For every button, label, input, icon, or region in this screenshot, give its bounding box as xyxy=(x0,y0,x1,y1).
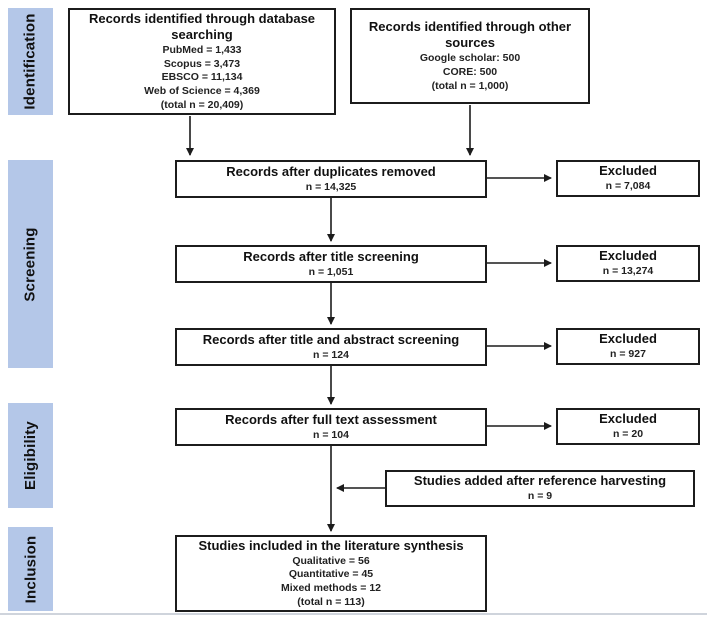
box-excluded-abstract-title: Excluded xyxy=(599,331,657,347)
box-duplicates-removed-count: n = 14,325 xyxy=(305,180,357,193)
box-excluded-full-text-title: Excluded xyxy=(599,411,657,427)
box-reference-harvesting-title: Studies added after reference harvesting xyxy=(413,473,667,489)
box-other-sources: Records identified through other sources… xyxy=(350,8,590,104)
box-title-abstract-screening-count: n = 124 xyxy=(313,348,349,361)
box-reference-harvesting: Studies added after reference harvesting… xyxy=(385,470,695,507)
stage-eligibility-label: Eligibility xyxy=(22,421,39,490)
stage-inclusion-label: Inclusion xyxy=(22,535,40,603)
box-database-search-line: Scopus = 3,473 xyxy=(163,57,241,70)
box-excluded-abstract: Excluded n = 927 xyxy=(556,328,700,365)
box-database-search-line: PubMed = 1,433 xyxy=(162,44,242,57)
box-other-sources-line: (total n = 1,000) xyxy=(431,79,509,92)
box-database-search-title: Records identified through database sear… xyxy=(88,10,316,42)
box-title-abstract-screening: Records after title and abstract screeni… xyxy=(175,328,487,366)
box-included-line: Qualitative = 56 xyxy=(292,554,370,567)
box-duplicates-removed: Records after duplicates removed n = 14,… xyxy=(175,160,487,198)
box-included: Studies included in the literature synth… xyxy=(175,535,487,612)
box-excluded-duplicates: Excluded n = 7,084 xyxy=(556,160,700,197)
box-other-sources-line: Google scholar: 500 xyxy=(419,52,521,65)
box-excluded-title: Excluded n = 13,274 xyxy=(556,245,700,282)
box-other-sources-title: Records identified through other sources xyxy=(368,18,572,51)
box-database-search: Records identified through database sear… xyxy=(68,8,336,115)
stage-screening-label: Screening xyxy=(22,226,40,302)
box-other-sources-line: CORE: 500 xyxy=(442,65,498,78)
stage-inclusion: Inclusion xyxy=(8,527,53,611)
stage-screening: Screening xyxy=(8,160,53,368)
box-excluded-title-count: n = 13,274 xyxy=(602,265,654,278)
bottom-divider xyxy=(0,613,707,615)
box-included-line: Quantitative = 45 xyxy=(288,568,374,581)
box-excluded-abstract-count: n = 927 xyxy=(610,348,646,361)
box-excluded-full-text: Excluded n = 20 xyxy=(556,408,700,445)
box-database-search-line: (total n = 20,409) xyxy=(160,98,244,111)
box-title-screening: Records after title screening n = 1,051 xyxy=(175,245,487,283)
box-full-text-assessment-count: n = 104 xyxy=(313,428,349,441)
box-included-line: (total n = 113) xyxy=(297,595,365,608)
box-database-search-line: Web of Science = 4,369 xyxy=(144,85,260,98)
stage-identification: Identification xyxy=(8,8,53,115)
box-excluded-title-title: Excluded xyxy=(599,248,657,264)
box-title-screening-count: n = 1,051 xyxy=(308,265,354,278)
box-full-text-assessment-title: Records after full text assessment xyxy=(225,411,437,427)
box-reference-harvesting-count: n = 9 xyxy=(527,490,553,503)
box-title-screening-title: Records after title screening xyxy=(243,248,419,264)
stage-identification-label: Identification xyxy=(22,13,40,110)
box-title-abstract-screening-title: Records after title and abstract screeni… xyxy=(202,331,460,347)
box-duplicates-removed-title: Records after duplicates removed xyxy=(226,163,436,179)
box-excluded-duplicates-title: Excluded xyxy=(599,163,657,179)
box-excluded-full-text-count: n = 20 xyxy=(612,428,644,441)
box-included-title: Studies included in the literature synth… xyxy=(198,537,464,553)
box-included-line: Mixed methods = 12 xyxy=(280,582,382,595)
box-excluded-duplicates-count: n = 7,084 xyxy=(605,180,651,193)
box-database-search-line: EBSCO = 11,134 xyxy=(161,71,243,84)
stage-eligibility: Eligibility xyxy=(8,403,53,508)
box-full-text-assessment: Records after full text assessment n = 1… xyxy=(175,408,487,446)
